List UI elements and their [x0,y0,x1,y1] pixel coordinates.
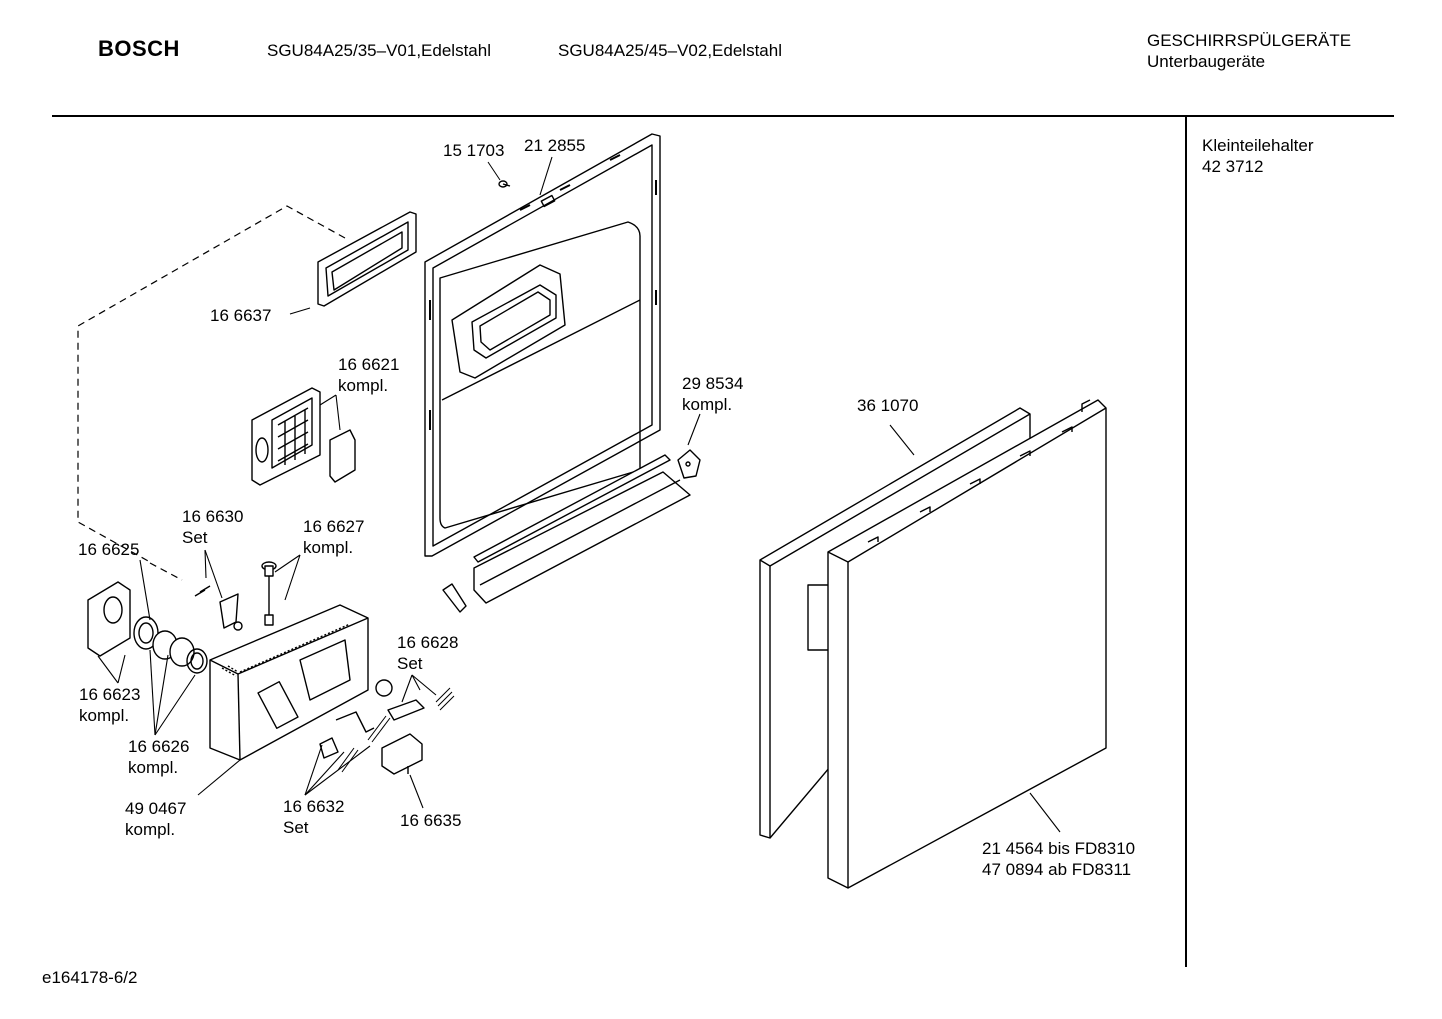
cap-part [87,581,131,657]
callout-16-6627: 16 6627 kompl. [303,517,365,557]
door-rails [442,454,691,613]
callout-16-6628: 16 6628 Set [397,633,459,673]
sidebar-title: Kleinteilehalter [1202,136,1314,155]
callout-49-0467: 49 0467 kompl. [125,799,187,839]
sidebar-part-number: 42 3712 [1202,157,1264,176]
lever-part [194,585,243,631]
drawing-id: e164178-6/2 [42,968,138,987]
latch-parts [319,679,455,775]
callout-16-6625: 16 6625 [78,540,140,559]
callout-16-6637: 16 6637 [210,306,272,325]
callout-29-8534: 29 8534 kompl. [682,374,744,414]
callout-21-4564: 21 4564 bis FD8310 47 0894 ab FD8311 [982,839,1136,879]
category-title: GESCHIRRSPÜLGERÄTE [1147,31,1352,50]
decor-panel-front [827,399,1107,889]
brand-logo: BOSCH [98,36,180,61]
seal-frame [317,211,417,307]
assembly-dashed-outline [77,205,346,581]
leader-lines [97,156,1061,833]
model-number-1: SGU84A25/35–V01,Edelstahl [267,41,491,60]
category-subtitle: Unterbaugeräte [1147,52,1266,71]
callout-16-6623: 16 6623 kompl. [79,685,141,725]
model-number-2: SGU84A25/45–V02,Edelstahl [558,41,782,60]
nozzle-part [152,630,208,674]
hinge-bracket [677,449,701,479]
callout-16-6632: 16 6632 Set [283,797,345,837]
callout-16-6626: 16 6626 kompl. [128,737,190,777]
callout-16-6621: 16 6621 kompl. [338,355,400,395]
pin-part [261,561,277,626]
header-divider [52,115,1394,117]
sidebar-divider [1185,117,1187,967]
inner-door-panel [424,133,661,557]
callout-36-1070: 36 1070 [857,396,919,415]
callout-15-1703: 15 1703 [443,141,505,160]
screw-part [487,161,511,188]
callout-21-2855: 21 2855 [524,136,586,155]
dispenser-housing [209,604,369,761]
grid-holder [251,387,356,486]
callout-16-6635: 16 6635 [400,811,462,830]
callout-16-6630: 16 6630 Set [182,507,244,547]
